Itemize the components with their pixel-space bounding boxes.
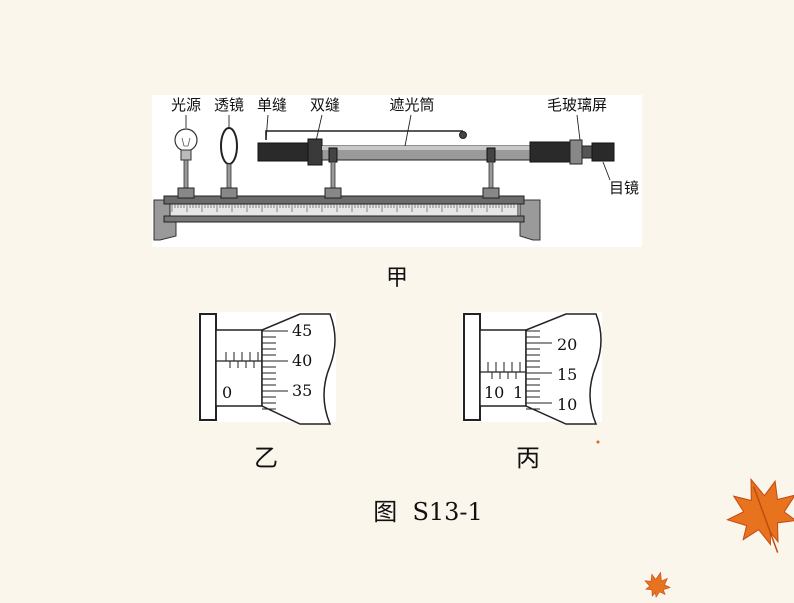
micrometer-bing-main-1: 1 — [513, 383, 523, 402]
micrometer-bing-main-10: 10 — [484, 383, 504, 402]
caption-bing: 丙 — [516, 444, 540, 472]
micrometer-yi-main-ticks — [225, 352, 259, 368]
micrometer-bing-thimble — [525, 313, 602, 425]
micrometer-yi-main-zero: 0 — [222, 383, 232, 402]
apparatus-diagram: 光源 透镜 单缝 双缝 遮光筒 毛玻璃屏 目镜 甲 — [152, 95, 642, 291]
right-foot — [519, 199, 541, 241]
micrometer-yi-tick-45: 45 — [292, 321, 312, 340]
micrometer-yi-tick-35: 35 — [292, 381, 312, 400]
micrometer-bing-tick-20: 20 — [557, 335, 577, 354]
micrometer-bing: 20 15 10 10 1 丙 — [462, 312, 602, 472]
label-eyepiece: 目镜 — [609, 179, 639, 197]
apparatus-labels: 光源 透镜 单缝 双缝 遮光筒 毛玻璃屏 目镜 — [171, 96, 639, 197]
micrometer-bing-tick-15: 15 — [557, 365, 577, 384]
micrometer-yi-frame — [199, 313, 217, 421]
label-leaders — [185, 114, 611, 181]
micrometer-bing-thimble-ticks — [526, 330, 552, 410]
bench-rail-top — [163, 195, 525, 205]
label-lens: 透镜 — [214, 96, 244, 114]
tube-support-left — [324, 147, 342, 199]
bench-rail-bottom — [163, 215, 525, 223]
tube-support-right — [482, 147, 500, 199]
micrometer-bing-main-ticks — [487, 362, 521, 379]
figure-caption: 图 S13-1 — [373, 498, 483, 526]
rod-knob — [459, 131, 467, 139]
micrometer-bing-tick-10: 10 — [557, 395, 577, 414]
micrometer-yi: 45 40 35 0 乙 — [198, 312, 336, 472]
light-bulb — [174, 128, 198, 199]
micrometer-yi-thimble-ticks — [262, 330, 288, 410]
apparatus-panel — [152, 95, 642, 247]
micrometer-yi-thimble — [261, 313, 336, 425]
micrometer-bing-frame — [463, 313, 481, 421]
label-light-source: 光源 — [171, 96, 201, 114]
caption-yi: 乙 — [254, 444, 278, 472]
label-frosted-screen: 毛玻璃屏 — [547, 96, 607, 114]
label-light-tube: 遮光筒 — [389, 96, 434, 114]
decorative-dot — [596, 440, 600, 444]
micrometer-yi-tick-40: 40 — [292, 351, 312, 370]
caption-jia: 甲 — [386, 266, 408, 291]
bench-scale-ticks — [171, 204, 515, 212]
label-double-slit: 双缝 — [310, 96, 340, 114]
maple-leaf-large-decoration — [726, 477, 794, 553]
light-tube — [257, 138, 615, 166]
maple-leaf-small-decoration — [644, 571, 671, 598]
label-single-slit: 单缝 — [257, 96, 287, 114]
